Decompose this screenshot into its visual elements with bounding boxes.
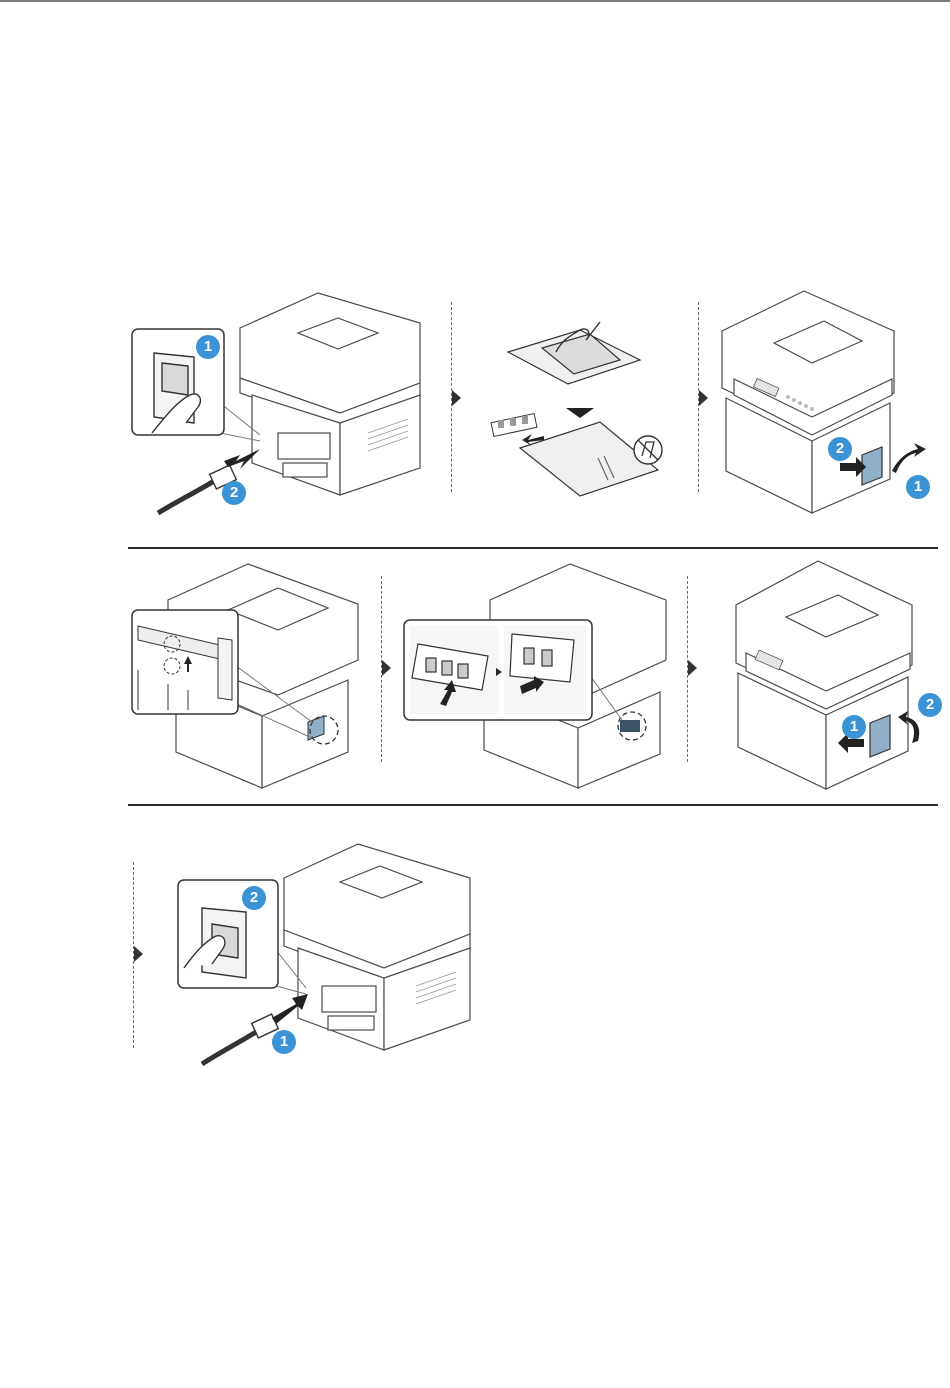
next-step-arrow-icon xyxy=(688,660,697,676)
step-replug-figure: 2 1 xyxy=(172,838,474,1070)
memory-cover-icon xyxy=(870,715,890,757)
printer-front-illustration xyxy=(722,555,944,795)
rotate-arrow-icon xyxy=(892,443,926,473)
step-badge: 1 xyxy=(272,1030,296,1054)
next-step-arrow-icon xyxy=(699,390,708,406)
step-badge: 1 xyxy=(196,335,220,359)
step-release-clips-figure xyxy=(128,560,378,795)
next-step-arrow-icon xyxy=(134,946,143,962)
step-insert-module-figure xyxy=(400,560,682,795)
antistatic-bag-illustration xyxy=(470,300,690,500)
step-unplug-figure: 1 2 xyxy=(128,283,448,523)
step-close-cover-figure: 1 2 xyxy=(722,555,944,795)
memory-module-icon xyxy=(491,414,537,437)
static-warning-icon xyxy=(634,436,662,464)
step-badge: 2 xyxy=(828,437,852,461)
next-step-arrow-icon xyxy=(382,660,391,676)
step-badge: 2 xyxy=(918,693,942,717)
memory-install-illustration xyxy=(400,560,682,795)
row-separator xyxy=(128,547,938,549)
power-cord-icon xyxy=(202,1014,278,1064)
printer-rear-illustration xyxy=(128,283,448,523)
step-unpack-memory-figure xyxy=(470,300,690,500)
step-badge: 1 xyxy=(842,715,866,739)
printer-rear-illustration xyxy=(172,838,474,1070)
step-badge: 2 xyxy=(222,481,246,505)
printer-side-illustration xyxy=(128,560,378,795)
top-rule xyxy=(0,0,950,2)
step-badge: 1 xyxy=(906,475,930,499)
next-step-arrow-icon xyxy=(452,390,461,406)
row-separator xyxy=(128,804,938,806)
step-open-cover-figure: 2 1 xyxy=(714,283,940,518)
step-badge: 2 xyxy=(242,886,266,910)
